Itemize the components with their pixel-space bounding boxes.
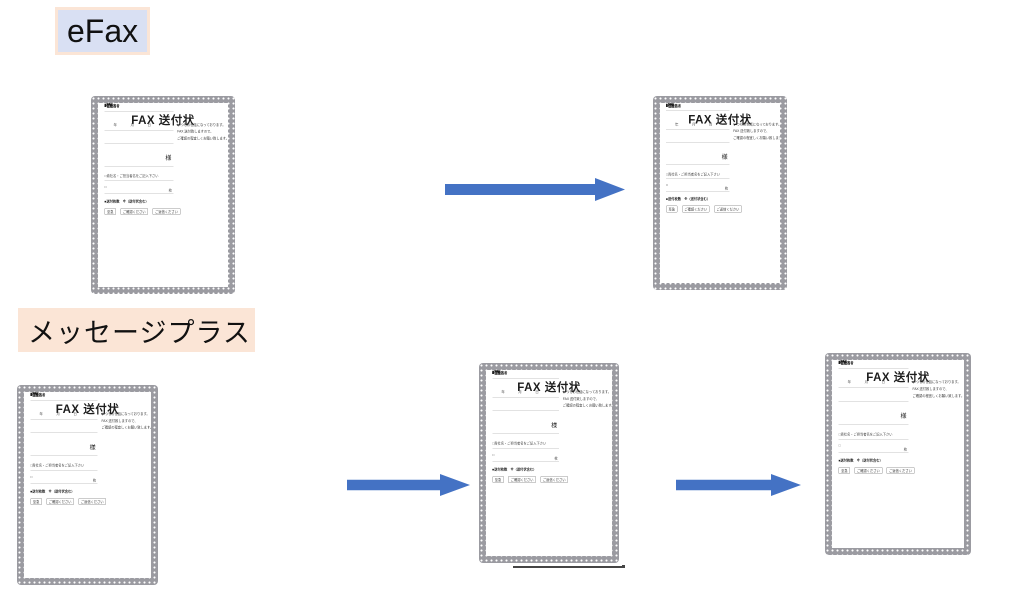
fax-recipient-sama: 様 [492, 421, 560, 435]
fax-count-checkbox: □ [30, 475, 33, 479]
fax-pages-row: ■送付枚数 ※（送付状含む） [30, 489, 75, 494]
fax-check-confirm: ご確認ください [46, 498, 74, 506]
fax-greeting-text: いつもお世話になっております。 FAX 送付致しますので、 ご確認の程宜しくお願… [912, 380, 964, 398]
fax-recipient-line [492, 403, 560, 411]
fax-notice-row: □貴社名・ご担当者名をご記入下さい [30, 463, 98, 471]
flow-arrow-1 [445, 178, 625, 201]
document-page: FAX 送付状 年 月 日 様 □貴社名・ご担当者名をご記入下さい □ 枚 ■送… [832, 360, 964, 548]
fax-notice-row: □貴社名・ご担当者名をご記入下さい [838, 431, 909, 440]
fax-recipient-sama: 様 [838, 412, 909, 425]
fax-notice-row: □貴社名・ご担当者名をご記入下さい [492, 441, 560, 449]
fax-count-row: □ 枚 [492, 453, 560, 462]
fax-recipient-line [666, 135, 730, 143]
fax-count-row: □ 枚 [30, 475, 98, 484]
efax-label: eFax [55, 7, 150, 55]
fax-count-unit: 枚 [92, 479, 97, 483]
fax-check-options-row: 至急 ご確認ください ご返信ください [838, 467, 915, 476]
fax-recipient-line [30, 425, 98, 433]
divider-line [513, 565, 625, 568]
fax-count-checkbox: □ [838, 444, 841, 448]
fax-field-address: ■住所 [838, 360, 909, 369]
fax-count-checkbox: □ [492, 453, 495, 457]
fax-check-confirm: ご確認ください [681, 205, 710, 213]
right-arrow-icon [676, 474, 801, 496]
fax-recipient-sama: 様 [30, 443, 98, 457]
fax-pages-row: ■送付枚数 ※（送付状含む） [492, 467, 537, 472]
fax-check-confirm: ご確認ください [120, 207, 149, 215]
fax-recipient-line [838, 393, 909, 402]
fax-doc-mp-received: FAX 送付状 年 月 日 様 □貴社名・ご担当者名をご記入下さい □ 枚 ■送… [822, 350, 974, 558]
document-page: FAX 送付状 年 月 日 様 □貴社名・ご担当者名をご記入下さい □ 枚 ■送… [486, 370, 612, 556]
fax-count-row: □ 枚 [104, 185, 174, 194]
fax-doc-mp-intermediate: FAX 送付状 年 月 日 様 □貴社名・ご担当者名をご記入下さい □ 枚 ■送… [476, 360, 622, 566]
fax-check-urgent: 至急 [30, 498, 42, 506]
fax-date-row: 年 月 日 [492, 390, 560, 398]
fax-field-address: ■住所 [30, 392, 98, 401]
fax-check-confirm: ご確認ください [854, 467, 883, 475]
fax-count-row: □ 枚 [666, 184, 730, 192]
fax-title: FAX 送付状 [131, 113, 195, 127]
fax-date-row: 年 月 日 [104, 122, 174, 131]
fax-check-options-row: 至急 ご確認ください ご返信ください [492, 476, 569, 485]
right-arrow-icon [445, 178, 625, 201]
right-arrow-icon [347, 474, 470, 496]
fax-check-options-row: 至急 ご確認ください ご返信ください [104, 207, 181, 217]
fax-field-address: ■住所 [104, 103, 174, 112]
fax-title: FAX 送付状 [866, 370, 930, 384]
fax-check-reply: ご返信ください [540, 476, 569, 484]
fax-recipient-sama: 様 [666, 153, 730, 166]
fax-date-row: 年 月 日 [30, 412, 98, 420]
fax-check-options-row: 至急 ご確認ください ご返信ください [30, 498, 107, 507]
fax-check-options-row: 至急 ご確認ください ご返信ください [666, 205, 742, 215]
fax-greeting-text: いつもお世話になっております。 FAX 送付致しますので、 ご確認の程宜しくお願… [562, 390, 612, 408]
fax-title: FAX 送付状 [517, 380, 581, 394]
fax-check-confirm: ご確認ください [508, 476, 536, 484]
fax-greeting-text: いつもお世話になっております。 FAX 送付致しますので、 ご確認の程宜しくお願… [101, 412, 151, 430]
fax-doc-efax-source: FAX 送付状 年 月 日 様 □貴社名・ご担当者名をご記入下さい □ 枚 ■送… [88, 93, 238, 297]
fax-count-unit: 枚 [903, 447, 908, 452]
fax-recipient-line [104, 135, 174, 144]
document-page: FAX 送付状 年 月 日 様 □貴社名・ご担当者名をご記入下さい □ 枚 ■送… [660, 103, 780, 283]
fax-title: FAX 送付状 [55, 402, 120, 416]
fax-check-reply: ご返信ください [152, 207, 181, 215]
fax-greeting-text: いつもお世話になっております。 FAX 送付致しますので、 ご確認の程宜しくお願… [177, 123, 228, 141]
flow-arrow-2 [347, 474, 470, 496]
document-page: FAX 送付状 年 月 日 様 □貴社名・ご担当者名をご記入下さい □ 枚 ■送… [98, 103, 228, 287]
fax-title: FAX 送付状 [688, 113, 752, 127]
fax-notice-row: □貴社名・ご担当者名をご記入下さい [666, 171, 730, 180]
fax-count-unit: 枚 [168, 189, 172, 193]
flow-arrow-3 [676, 474, 801, 496]
fax-check-reply: ご返信ください [714, 205, 742, 213]
fax-notice-row: □貴社名・ご担当者名をご記入下さい [104, 173, 174, 181]
fax-doc-mp-source: FAX 送付状 年 月 日 様 □貴社名・ご担当者名をご記入下さい □ 枚 ■送… [14, 382, 161, 588]
fax-count-unit: 枚 [724, 187, 729, 191]
fax-count-row: □ 枚 [838, 444, 909, 453]
fax-field-address: ■住所 [666, 103, 730, 112]
document-page: FAX 送付状 年 月 日 様 □貴社名・ご担当者名をご記入下さい □ 枚 ■送… [24, 392, 151, 578]
fax-pages-row: ■送付枚数 ※（送付状含む） [104, 199, 149, 204]
fax-recipient-sama: 様 [104, 154, 174, 167]
fax-check-urgent: 至急 [838, 467, 851, 475]
fax-pages-row: ■送付枚数 ※（送付状含む） [838, 458, 883, 463]
fax-date-row: 年 月 日 [666, 122, 730, 130]
fax-check-reply: ご返信ください [78, 498, 107, 506]
fax-count-checkbox: □ [666, 183, 668, 188]
fax-greeting-text: いつもお世話になっております。 FAX 送付致しますので、 ご確認の程宜しくお願… [733, 122, 780, 140]
fax-check-urgent: 至急 [104, 207, 116, 215]
fax-check-urgent: 至急 [492, 476, 504, 484]
fax-field-address: ■住所 [492, 370, 560, 379]
fax-count-unit: 枚 [554, 457, 558, 461]
fax-check-urgent: 至急 [666, 205, 678, 213]
fax-doc-efax-received: FAX 送付状 年 月 日 様 □貴社名・ご担当者名をご記入下さい □ 枚 ■送… [650, 93, 790, 293]
fax-date-row: 年 月 日 [838, 380, 909, 389]
fax-pages-row: ■送付枚数 ※（送付状含む） [666, 197, 711, 202]
messageplus-label: メッセージプラス [18, 308, 255, 352]
fax-check-reply: ご返信ください [886, 467, 915, 475]
fax-count-checkbox: □ [104, 185, 107, 189]
